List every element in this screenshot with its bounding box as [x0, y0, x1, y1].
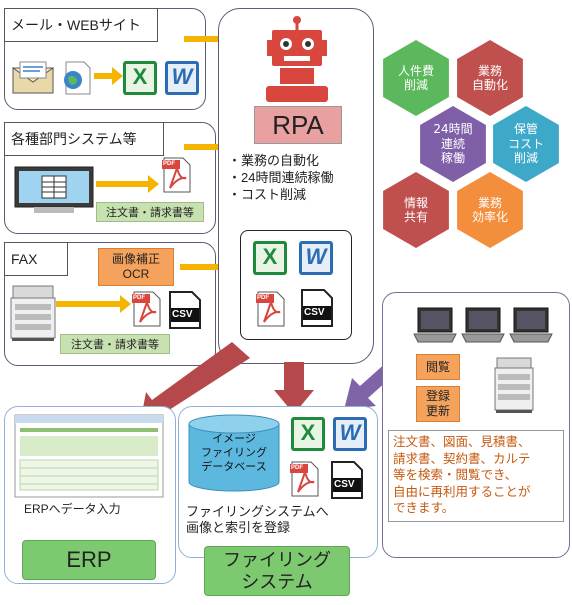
filing-title-2: システム — [241, 572, 313, 592]
filing-word-letter: W — [339, 420, 361, 445]
erp-title: ERP — [66, 547, 112, 572]
db-label-3: データベース — [201, 461, 267, 473]
pdf-icon: PDF — [162, 156, 192, 194]
filing-caption: ファイリングシステムへ 画像と索引を登録 — [186, 504, 372, 536]
view-label: 閲覧 — [425, 359, 450, 374]
database-icon — [188, 414, 280, 492]
db-label-2: ファイリング — [201, 447, 267, 459]
arrow-fax-to-rpa — [180, 256, 240, 278]
mail-to-office-arrow — [94, 66, 124, 86]
filing-word-icon: W — [332, 416, 368, 452]
fax-csv-icon-letter: CSV — [172, 309, 193, 320]
fax-pdf-icon: PDF — [132, 290, 162, 328]
rpa-feature-3: ・コスト削減 — [228, 187, 307, 202]
envelope-icon — [12, 60, 54, 94]
view-box: 閲覧 — [416, 354, 460, 380]
register-line-2: 更新 — [425, 404, 450, 418]
desc-line-5: できます。 — [393, 501, 455, 515]
filing-csv-letter: CSV — [334, 479, 355, 490]
db-label-1: イメージ — [212, 433, 256, 445]
rpa-pdf-letter: PDF — [257, 295, 269, 301]
rpa-banner: RPA — [254, 106, 342, 144]
desc-line-2: 請求書、契約書、カルテ — [393, 451, 531, 466]
order-invoice-label-bottom: 注文書・請求書等 — [60, 334, 170, 354]
erp-screen-icon — [14, 414, 164, 498]
benefit-hexagon — [457, 172, 523, 248]
fax-label: FAX — [4, 242, 68, 276]
word-icon: W — [164, 60, 200, 96]
benefit-hexagons — [378, 40, 568, 270]
erp-title-box: ERP — [22, 540, 156, 580]
fax-pdf-icon-letter: PDF — [133, 295, 145, 301]
filing-caption-2: 画像と索引を登録 — [186, 520, 291, 535]
rpa-excel-letter: X — [262, 244, 278, 269]
benefit-label: 保管 コスト 削減 — [507, 122, 544, 166]
filing-caption-1: ファイリングシステムへ — [186, 504, 329, 519]
dept-system-label: 各種部門システム等 — [4, 122, 164, 156]
benefit-label: 業務 効率化 — [471, 195, 508, 224]
ocr-line-2: OCR — [122, 267, 150, 281]
fax-csv-icon: CSV — [168, 290, 202, 330]
benefit-label: 業務 自動化 — [471, 63, 508, 92]
ocr-line-1: 画像補正 — [111, 252, 160, 266]
monitor-icon — [14, 166, 94, 214]
benefit-hexagon — [383, 40, 449, 116]
robot-icon — [266, 16, 328, 104]
benefit-label: 人件費 削減 — [397, 63, 434, 92]
fax-machine-icon — [10, 284, 56, 342]
web-page-icon — [60, 60, 92, 96]
mail-web-label: メール・WEBサイト — [4, 8, 158, 42]
filing-title-1: ファイリング — [223, 550, 331, 570]
rpa-csv-icon: CSV — [300, 288, 334, 328]
ocr-box: 画像補正 OCR — [98, 248, 174, 286]
benefit-hexagon — [493, 106, 559, 182]
rpa-feature-1: ・業務の自動化 — [228, 153, 320, 168]
erp-caption: ERPへデータ入力 — [24, 502, 121, 516]
filing-excel-letter: X — [300, 420, 316, 445]
client-description-box: 注文書、図面、見積書、 請求書、契約書、カルテ 等を検索・閲覧でき、 自由に再利… — [388, 430, 564, 522]
rpa-pdf-icon: PDF — [256, 290, 286, 328]
desc-line-1: 注文書、図面、見積書、 — [393, 435, 531, 449]
rpa-title: RPA — [272, 109, 324, 140]
register-box: 登録 更新 — [416, 386, 460, 422]
rpa-excel-icon: X — [252, 240, 288, 276]
rpa-feature-2: ・24時間連続稼働 — [228, 170, 334, 185]
copier-icon — [494, 356, 534, 414]
benefit-label: 情報 共有 — [403, 195, 428, 224]
word-icon-letter: W — [171, 64, 193, 89]
excel-icon-letter: X — [132, 64, 148, 89]
arrow-dept-to-rpa — [184, 136, 244, 158]
rpa-word-letter: W — [305, 244, 327, 269]
desc-line-4: 自由に再利用することが — [393, 484, 531, 499]
pdf-icon-letter: PDF — [163, 161, 175, 167]
register-line-1: 登録 — [425, 389, 450, 403]
filing-csv-icon: CSV — [330, 460, 364, 500]
order-invoice-label-top: 注文書・請求書等 — [96, 202, 204, 222]
filing-pdf-letter: PDF — [291, 465, 303, 471]
rpa-feature-list: ・業務の自動化 ・24時間連続稼働 ・コスト削減 — [228, 152, 368, 203]
benefit-label: 24時間 連続 稼働 — [433, 122, 473, 166]
benefit-hexagon — [420, 106, 486, 182]
excel-icon: X — [122, 60, 158, 96]
desc-line-3: 等を検索・閲覧でき、 — [393, 468, 518, 482]
rpa-csv-letter: CSV — [304, 307, 325, 318]
filing-excel-icon: X — [290, 416, 326, 452]
filing-pdf-icon: PDF — [290, 460, 320, 498]
arrow-mail-to-rpa — [184, 28, 244, 50]
laptop-icons — [412, 306, 562, 350]
filing-title-box: ファイリング システム — [204, 546, 350, 596]
dept-to-pdf-arrow — [96, 174, 160, 194]
fax-to-pdf-arrow — [56, 294, 132, 314]
benefit-hexagon — [383, 172, 449, 248]
benefit-hexagon — [457, 40, 523, 116]
database-label: イメージ ファイリング データベース — [188, 432, 280, 474]
rpa-word-icon: W — [298, 240, 334, 276]
